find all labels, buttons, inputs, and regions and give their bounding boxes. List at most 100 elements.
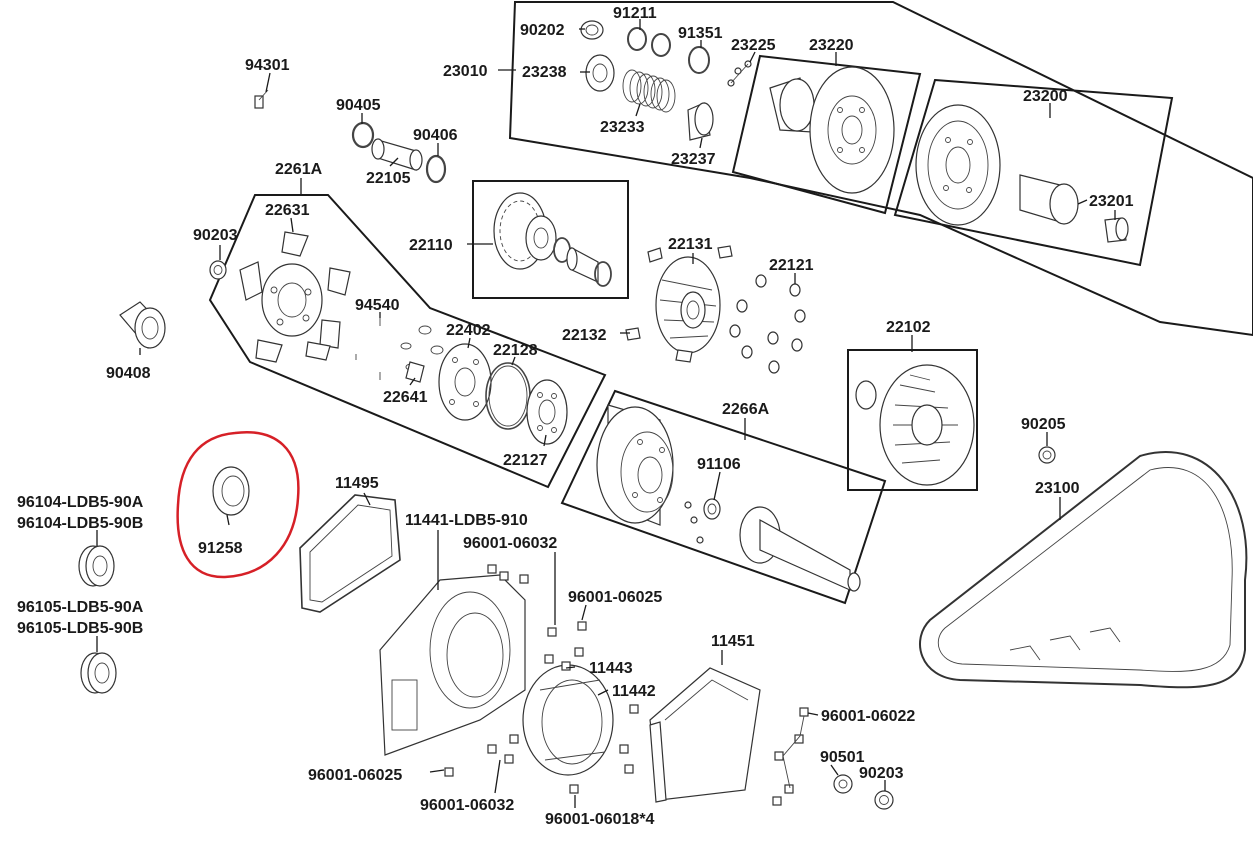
part-94301 — [254, 89, 269, 109]
part-94540 — [355, 316, 381, 380]
part-23225 — [727, 60, 752, 87]
label-22110: 22110 — [409, 237, 453, 254]
label-11495: 11495 — [335, 475, 379, 492]
part-90405 — [351, 121, 375, 149]
part-22110-housing — [493, 192, 557, 270]
part-11441-cover — [379, 574, 526, 756]
part-91211 — [627, 27, 671, 57]
label-90408: 90408 — [106, 365, 151, 382]
label-22132: 22132 — [562, 327, 607, 344]
part-11442-cover — [522, 664, 614, 776]
label-22131: 22131 — [668, 236, 713, 253]
part-22110-sleeve — [566, 246, 612, 287]
label-23200: 23200 — [1023, 88, 1068, 105]
part-23201 — [1104, 217, 1129, 243]
label-96001-06032-b: 96001-06032 — [420, 797, 514, 814]
label-96001-06032-a: 96001-06032 — [463, 535, 557, 552]
bolts-96001-06025-a — [574, 621, 587, 657]
label-90405: 90405 — [336, 97, 381, 114]
label-96001-06025-a: 96001-06025 — [568, 589, 662, 606]
bolts-96001-06032-a — [487, 564, 571, 671]
part-22127 — [526, 379, 568, 445]
part-2261A-shoes — [255, 267, 351, 363]
label-90205: 90205 — [1021, 416, 1066, 433]
part-90205 — [1038, 446, 1056, 464]
group-box-23010 — [508, 1, 1253, 337]
label-96001-06018: 96001-06018*4 — [545, 811, 655, 828]
part-2261A-springs — [400, 325, 444, 371]
leader-lines — [96, 19, 1116, 808]
part-2266A-drum — [596, 404, 674, 526]
part-90501 — [833, 774, 853, 794]
label-90203-a: 90203 — [193, 227, 238, 244]
label-22402: 22402 — [446, 322, 491, 339]
label-22127: 22127 — [503, 452, 548, 469]
label-11451: 11451 — [711, 633, 755, 650]
label-23100: 23100 — [1035, 480, 1080, 497]
label-96001-06025-b: 96001-06025 — [308, 767, 402, 784]
label-94540: 94540 — [355, 297, 400, 314]
part-91351 — [688, 46, 710, 74]
label-23238: 23238 — [522, 64, 567, 81]
label-91351: 91351 — [678, 25, 723, 42]
part-90202 — [580, 20, 604, 40]
label-2266A: 2266A — [722, 401, 770, 418]
part-23237 — [687, 102, 714, 141]
label-22128: 22128 — [493, 342, 538, 359]
label-2261A: 2261A — [275, 161, 323, 178]
part-2261A-hub — [261, 263, 323, 337]
label-90406: 90406 — [413, 127, 458, 144]
label-22105: 22105 — [366, 170, 411, 187]
label-91106: 91106 — [697, 456, 741, 473]
label-96104-a: 96104-LDB5-90A — [17, 494, 144, 511]
highlight-circle-91258 — [176, 431, 300, 579]
part-90406 — [425, 154, 447, 184]
part-2266A-shaft — [684, 501, 861, 592]
label-23233: 23233 — [600, 119, 645, 136]
group-box-23220 — [731, 54, 922, 215]
part-22105 — [371, 138, 423, 171]
part-91106 — [703, 498, 721, 520]
label-23201: 23201 — [1089, 193, 1134, 210]
part-23238 — [585, 54, 615, 92]
group-box-22110 — [472, 180, 629, 299]
label-22631: 22631 — [265, 202, 310, 219]
label-96001-06022: 96001-06022 — [821, 708, 915, 725]
label-90202: 90202 — [520, 22, 565, 39]
group-box-2261A — [208, 194, 607, 489]
part-96104-bearing — [78, 545, 115, 587]
label-90501: 90501 — [820, 749, 865, 766]
bolts-lower — [444, 704, 639, 794]
part-22121-rollers — [729, 274, 806, 374]
label-94301: 94301 — [245, 57, 290, 74]
bolts-96001-06022 — [772, 707, 809, 806]
part-22102-fan — [855, 364, 975, 486]
part-11495-gasket — [299, 494, 401, 613]
label-91258: 91258 — [198, 540, 243, 557]
label-23225: 23225 — [731, 37, 776, 54]
part-23233-spring — [622, 69, 676, 113]
label-96105-b: 96105-LDB5-90B — [17, 620, 143, 637]
part-23220-pulley — [769, 66, 895, 194]
part-22128 — [485, 362, 531, 430]
label-22641: 22641 — [383, 389, 428, 406]
part-90203-b — [874, 790, 894, 810]
part-23100-belt — [919, 451, 1248, 689]
label-23010: 23010 — [443, 63, 488, 80]
part-90203-a — [209, 260, 227, 280]
part-96105-bearing — [80, 652, 117, 694]
label-22102: 22102 — [886, 319, 931, 336]
label-91211: 91211 — [613, 5, 657, 22]
label-23220: 23220 — [809, 37, 854, 54]
group-box-2266A — [560, 389, 887, 605]
part-22131-variator — [625, 245, 733, 363]
part-22402 — [438, 343, 492, 421]
label-11442: 11442 — [612, 683, 656, 700]
label-11443: 11443 — [589, 660, 633, 677]
label-96104-b: 96104-LDB5-90B — [17, 515, 143, 532]
label-23237: 23237 — [671, 151, 716, 168]
label-11441: 11441-LDB5-910 — [405, 512, 528, 529]
part-91258-seal — [212, 466, 250, 516]
label-90203-b: 90203 — [859, 765, 904, 782]
